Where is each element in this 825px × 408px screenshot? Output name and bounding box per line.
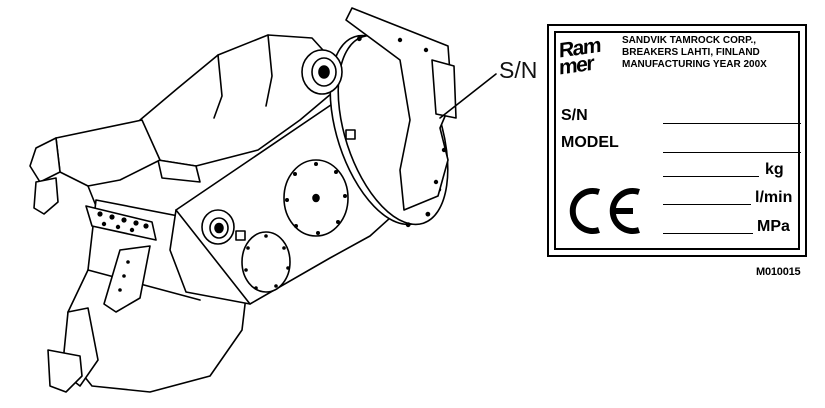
ce-mark-icon	[569, 188, 640, 234]
mass-unit: kg	[765, 161, 784, 178]
cover-plate-small	[241, 231, 291, 293]
demolition-pulverizer-drawing	[29, 7, 497, 393]
bolt-heads	[235, 129, 356, 241]
model-line	[663, 152, 801, 153]
serial-number-label: S/N	[561, 107, 588, 124]
manufacturer-line-3: MANUFACTURING YEAR 200X	[622, 59, 767, 70]
serial-leader-line	[439, 73, 497, 119]
model-label: MODEL	[561, 134, 619, 151]
serial-number-callout: S/N	[499, 57, 538, 83]
upper-jaw-nose	[29, 119, 161, 215]
serial-number-line	[663, 123, 801, 124]
type-plate: Ram mer SANDVIK TAMROCK CORP., BREAKERS …	[547, 24, 807, 257]
drawing-code: M010015	[756, 266, 801, 278]
flow-unit: l/min	[755, 189, 793, 206]
flow-line	[663, 204, 751, 205]
manufacturer-info: SANDVIK TAMROCK CORP., BREAKERS LAHTI, F…	[622, 35, 792, 71]
cover-plate-large	[283, 159, 349, 237]
blade-strip	[85, 205, 157, 313]
manufacturer-line-1: SANDVIK TAMROCK CORP.,	[622, 35, 757, 46]
pressure-line	[663, 233, 753, 234]
pivot-cylinder	[301, 49, 343, 95]
side-pin	[201, 209, 235, 245]
manufacturer-line-2: BREAKERS LAHTI, FINLAND	[622, 47, 760, 58]
mounting-bracket	[345, 7, 457, 211]
pressure-unit: MPa	[757, 218, 790, 235]
upper-jaw-body	[139, 34, 339, 183]
mass-line	[663, 176, 759, 177]
type-plate-inner-border	[554, 31, 800, 250]
